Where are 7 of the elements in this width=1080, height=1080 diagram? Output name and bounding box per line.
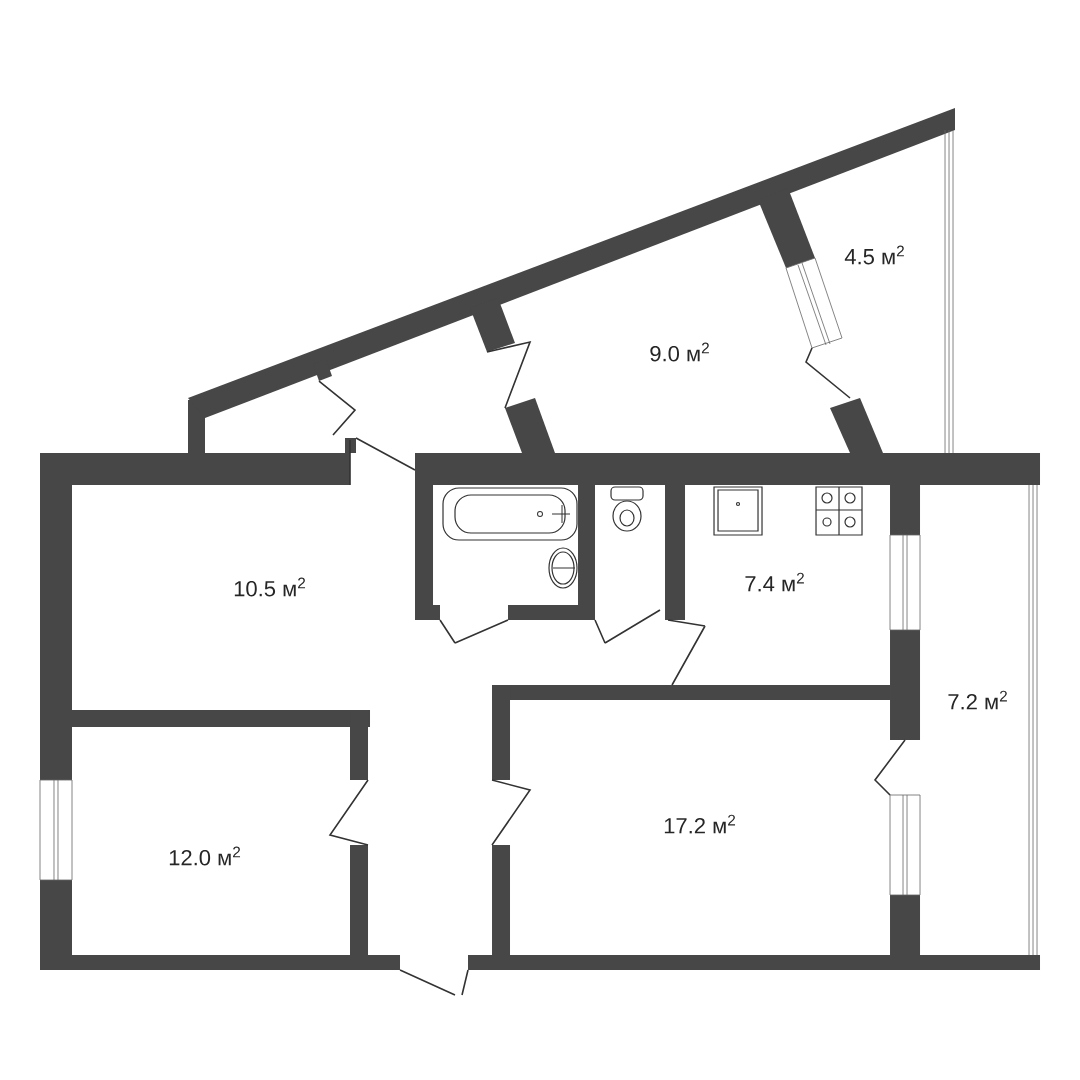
area-label: 7.4 м$^{2}$ xyxy=(745,572,804,592)
area-label: 4.5 м$^{2}$ xyxy=(844,245,904,265)
area-label: 9.0 м$^{2}$ xyxy=(650,342,709,362)
area-label: 7.2 м$^{2}$ xyxy=(948,690,1007,710)
area-label: 12.0 м$^{2}$ xyxy=(169,846,241,866)
area-label: 17.2 м$^{2}$ xyxy=(664,814,736,834)
area-label: 10.5 м$^{2}$ xyxy=(234,577,306,597)
